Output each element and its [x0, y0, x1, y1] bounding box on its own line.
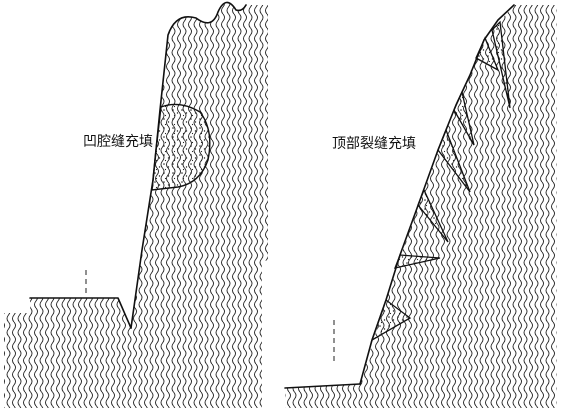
fissure-3 — [417, 188, 449, 243]
left-ground-line — [29, 297, 132, 329]
cavity-fill — [151, 103, 211, 191]
right-ground-line — [284, 383, 361, 389]
left-cliff-face — [130, 1, 247, 329]
fissure-1 — [370, 298, 412, 342]
fissure-2 — [393, 254, 441, 269]
left-rock-mass — [4, 2, 268, 408]
left-section: 凹腔缝充填 — [4, 1, 268, 408]
fissure-4 — [437, 128, 471, 193]
fissure-6 — [475, 36, 500, 72]
left-label: 凹腔缝充填 — [83, 134, 153, 150]
right-label: 顶部裂缝充填 — [332, 136, 416, 152]
right-section: 顶部裂缝充填 — [284, 4, 557, 408]
fissure-7 — [491, 20, 511, 109]
fissure-5 — [453, 89, 475, 146]
